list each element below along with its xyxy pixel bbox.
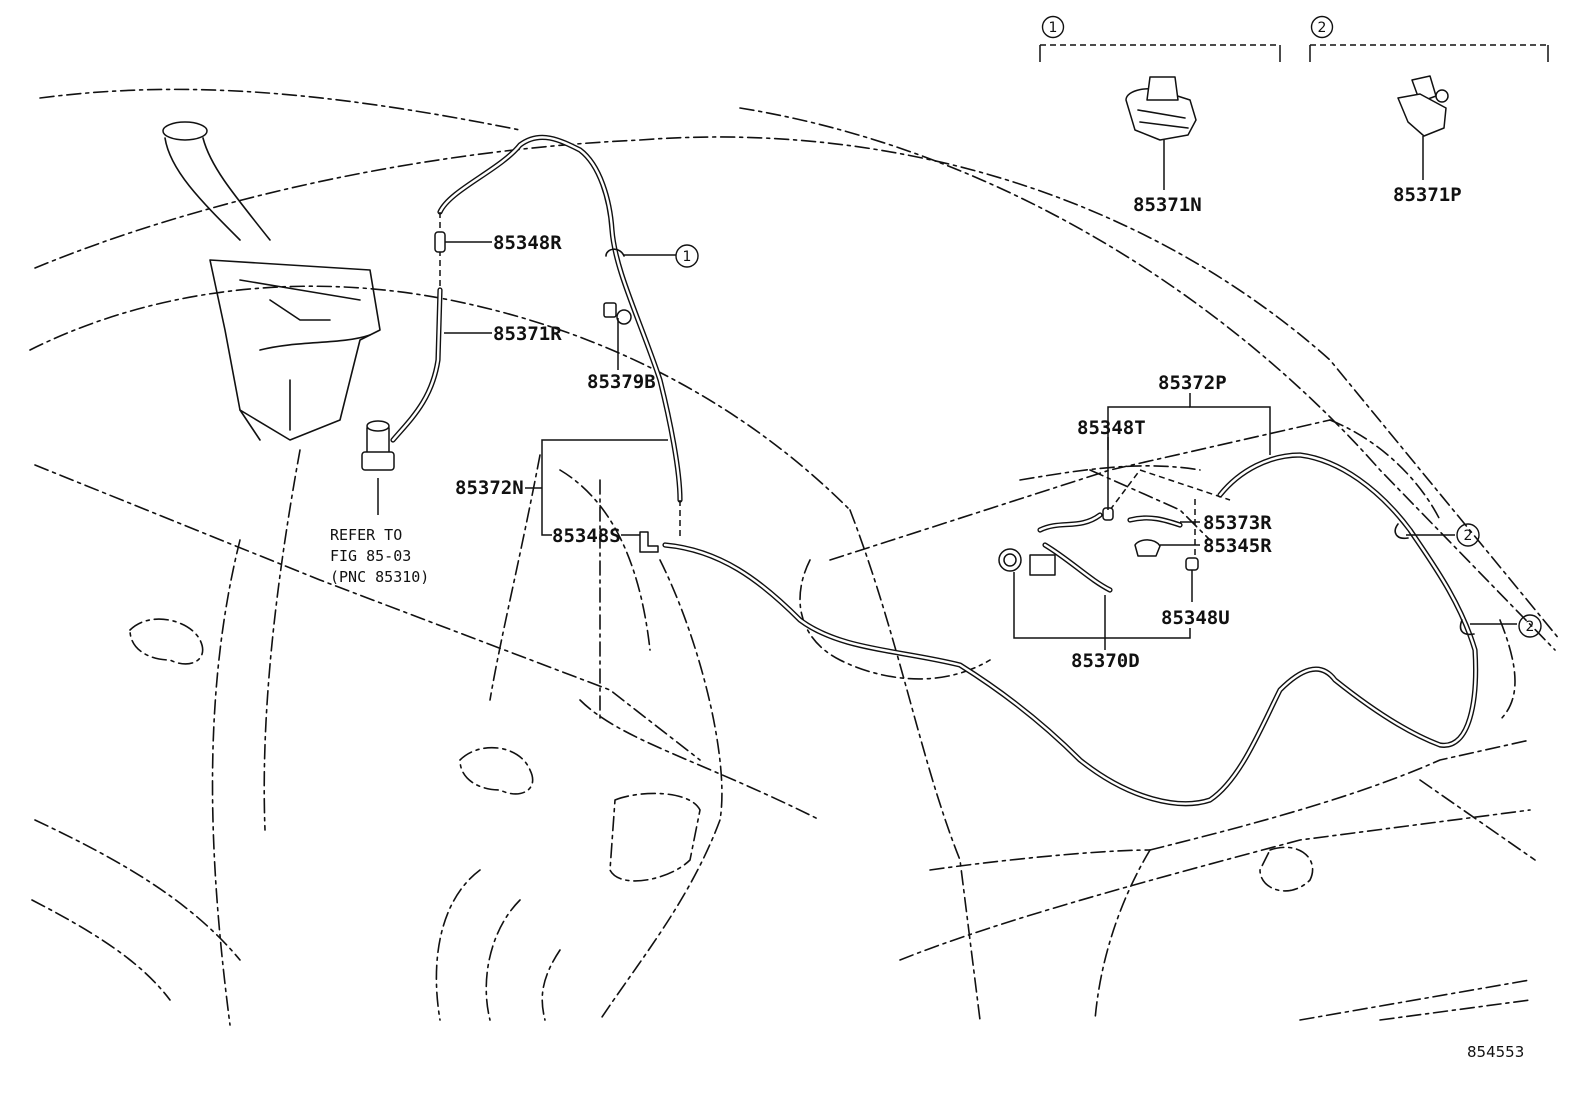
reference-note-line-3: (PNC 85310) [330, 568, 429, 586]
washer-hoses [390, 134, 1479, 807]
clip-detail-boxes [1039, 44, 1549, 190]
vehicle-body-outline [29, 88, 1561, 1026]
callout-1-header: 1 [1049, 20, 1058, 36]
label-85345R: 85345R [1203, 535, 1272, 557]
reference-note: REFER TO FIG 85-03 (PNC 85310) [330, 526, 429, 586]
callout-2a-circle [1456, 523, 1480, 547]
figure-number: 854553 [1467, 1043, 1524, 1061]
callout-1-circle [675, 244, 699, 268]
components [434, 231, 1475, 636]
callout-2b: 2 [1526, 619, 1535, 635]
callout-2-header-circle [1310, 15, 1334, 39]
label-85370D: 85370D [1071, 650, 1140, 672]
callout-2a: 2 [1464, 528, 1473, 544]
label-85371N: 85371N [1133, 194, 1202, 216]
label-85373R: 85373R [1203, 512, 1272, 534]
label-85348S: 85348S [552, 525, 621, 547]
callout-circles: 1 2 1 2 2 [675, 15, 1542, 638]
callout-1: 1 [683, 249, 692, 265]
callout-1-header-circle [1041, 15, 1065, 39]
reference-note-line-2: FIG 85-03 [330, 547, 411, 565]
label-85348T: 85348T [1077, 417, 1146, 439]
label-85348U: 85348U [1161, 607, 1230, 629]
washer-pump [361, 420, 395, 515]
callout-2b-circle [1518, 614, 1542, 638]
label-85372N: 85372N [455, 477, 524, 499]
leader-lines [444, 241, 1517, 650]
part-labels: 85371N 85371P 85348R 85371R 85379B 85372… [455, 184, 1462, 672]
reference-note-line-1: REFER TO [330, 526, 402, 544]
label-85379B: 85379B [587, 371, 656, 393]
label-85348R: 85348R [493, 232, 562, 254]
label-85372P: 85372P [1158, 372, 1227, 394]
label-85371P: 85371P [1393, 184, 1462, 206]
washer-reservoir-tank [162, 121, 381, 441]
callout-2-header: 2 [1318, 20, 1327, 36]
label-85371R: 85371R [493, 323, 562, 345]
connection-dashes [439, 212, 1231, 555]
